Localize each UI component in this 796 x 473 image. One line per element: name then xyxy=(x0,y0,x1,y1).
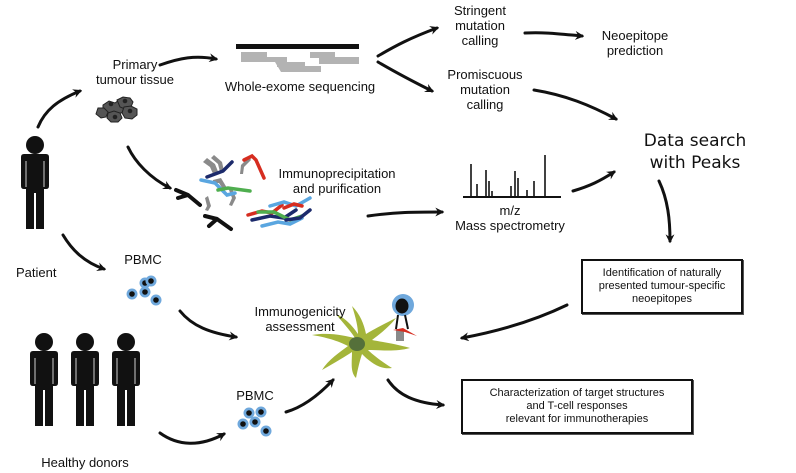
stringent-line-1: Stringent xyxy=(453,3,507,18)
antibody-icons xyxy=(174,188,233,231)
stringent-line-2: mutation xyxy=(455,18,505,33)
healthy-donors-label: Healthy donors xyxy=(41,455,129,470)
ip-line-2: and purification xyxy=(292,181,382,196)
promiscuous-calling-label: Promiscuous mutation calling xyxy=(440,67,530,112)
arrow-identification-to-immunogenicity xyxy=(459,303,569,342)
sequencing-reads-icon xyxy=(236,44,359,72)
immunogenicity-label: Immunogenicity assessment xyxy=(245,304,355,334)
characterization-line-1: Characterization of target structures xyxy=(489,387,665,399)
arrow-wes-to-promiscuous xyxy=(376,60,435,93)
healthy-donors-icon xyxy=(29,332,141,427)
pbmc-patient-icon xyxy=(126,275,162,306)
promiscuous-line-3: calling xyxy=(466,97,504,112)
characterization-line-3: relevant for immunotherapies xyxy=(505,413,649,425)
wes-label: Whole-exome sequencing xyxy=(224,79,376,94)
pbmc-donors-label: PBMC xyxy=(236,388,274,403)
data-search-line-2: with Peaks xyxy=(649,153,741,173)
data-search-label: Data search with Peaks xyxy=(630,130,760,174)
patient-label: Patient xyxy=(16,265,57,280)
mass-spec-label: Mass spectrometry xyxy=(455,218,565,233)
peptide-icons xyxy=(199,153,312,228)
dendritic-cell-icon xyxy=(312,306,410,378)
arrow-pbmc-to-immunogenicity xyxy=(178,309,239,341)
characterization-box: Characterization of target structures an… xyxy=(461,379,693,434)
arrow-dendritic-to-characterization xyxy=(386,378,446,410)
immunogenicity-line-1: Immunogenicity xyxy=(254,304,346,319)
identification-box: Identification of naturally presented tu… xyxy=(581,259,743,314)
characterization-line-2: and T-cell responses xyxy=(526,400,628,412)
t-cell-icon xyxy=(392,294,417,341)
arrow-patient-to-tumour xyxy=(36,89,83,129)
pbmc-patient-label: PBMC xyxy=(124,252,162,267)
immunoprecipitation-label: Immunoprecipitation and purification xyxy=(272,166,402,196)
primary-tumour-line-1: Primary xyxy=(112,57,158,72)
arrow-wes-to-stringent xyxy=(376,26,440,58)
identification-line-1: Identification of naturally xyxy=(602,267,722,279)
prediction-line-1: Neoepitope xyxy=(601,28,669,43)
mz-label: m/z xyxy=(499,203,521,218)
arrow-pbmc-to-dendritic xyxy=(284,378,335,414)
identification-line-3: neoepitopes xyxy=(632,293,692,305)
mass-spectrum-icon xyxy=(463,155,561,198)
stringent-calling-label: Stringent mutation calling xyxy=(440,3,520,48)
arrow-donors-to-pbmc xyxy=(158,431,226,445)
arrow-tumour-to-ip xyxy=(126,145,173,190)
primary-tumour-line-2: tumour tissue xyxy=(95,72,175,87)
prediction-line-2: prediction xyxy=(606,43,664,58)
tumour-tissue-icon xyxy=(95,96,138,123)
arrow-stringent-to-prediction xyxy=(523,30,585,40)
identification-line-2: presented tumour-specific xyxy=(598,280,726,292)
flow-arrows xyxy=(36,26,675,445)
arrow-datasearch-to-identification xyxy=(657,179,675,244)
data-search-line-1: Data search xyxy=(643,131,747,151)
arrow-promiscuous-to-datasearch xyxy=(532,88,618,121)
pbmc-donors-icon xyxy=(237,406,272,437)
patient-figure-icon xyxy=(20,135,50,230)
immunogenicity-line-2: assessment xyxy=(265,319,335,334)
neoepitope-prediction-label: Neoepitope prediction xyxy=(590,28,680,58)
promiscuous-line-2: mutation xyxy=(460,82,510,97)
promiscuous-line-1: Promiscuous xyxy=(447,67,523,82)
ip-line-1: Immunoprecipitation xyxy=(278,166,396,181)
arrow-ms-to-datasearch xyxy=(571,170,616,193)
arrow-ip-to-ms xyxy=(366,207,445,218)
arrow-tumour-to-wes xyxy=(158,53,219,67)
primary-tumour-label: Primary tumour tissue xyxy=(90,57,180,87)
stringent-line-3: calling xyxy=(461,33,499,48)
arrow-patient-to-pbmc xyxy=(61,233,107,272)
